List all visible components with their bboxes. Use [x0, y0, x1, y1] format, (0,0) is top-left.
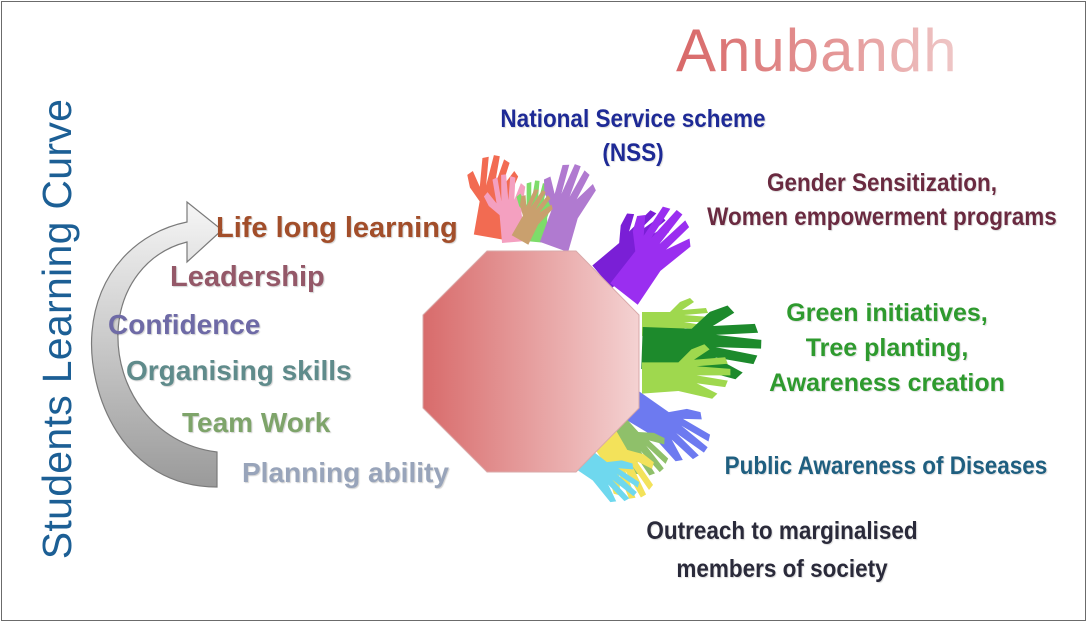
skill-planning: Planning ability: [242, 457, 449, 488]
learning-curve-arrow: [90, 200, 223, 488]
skill-life-long-learning: Life long learning: [216, 212, 458, 244]
program-outreach-label: Outreach to marginalised members of soci…: [646, 517, 918, 583]
octagon-hub: [422, 250, 640, 473]
skill-confidence: Confidence: [108, 309, 261, 340]
program-green-label: Green initiatives, Tree planting, Awaren…: [769, 299, 1005, 397]
skill-leadership: Leadership: [170, 261, 325, 293]
program-nss-label: National Service scheme (NSS): [500, 105, 766, 167]
brand-title: Anubandh: [676, 17, 958, 84]
program-health-label: Public Awareness of Diseases: [724, 452, 1048, 480]
hands-green-cluster: [641, 298, 763, 399]
skill-team-work: Team Work: [182, 407, 331, 438]
skill-organising: Organising skills: [126, 355, 352, 386]
program-gender-label: Gender Sensitization, Women empowerment …: [707, 169, 1057, 231]
